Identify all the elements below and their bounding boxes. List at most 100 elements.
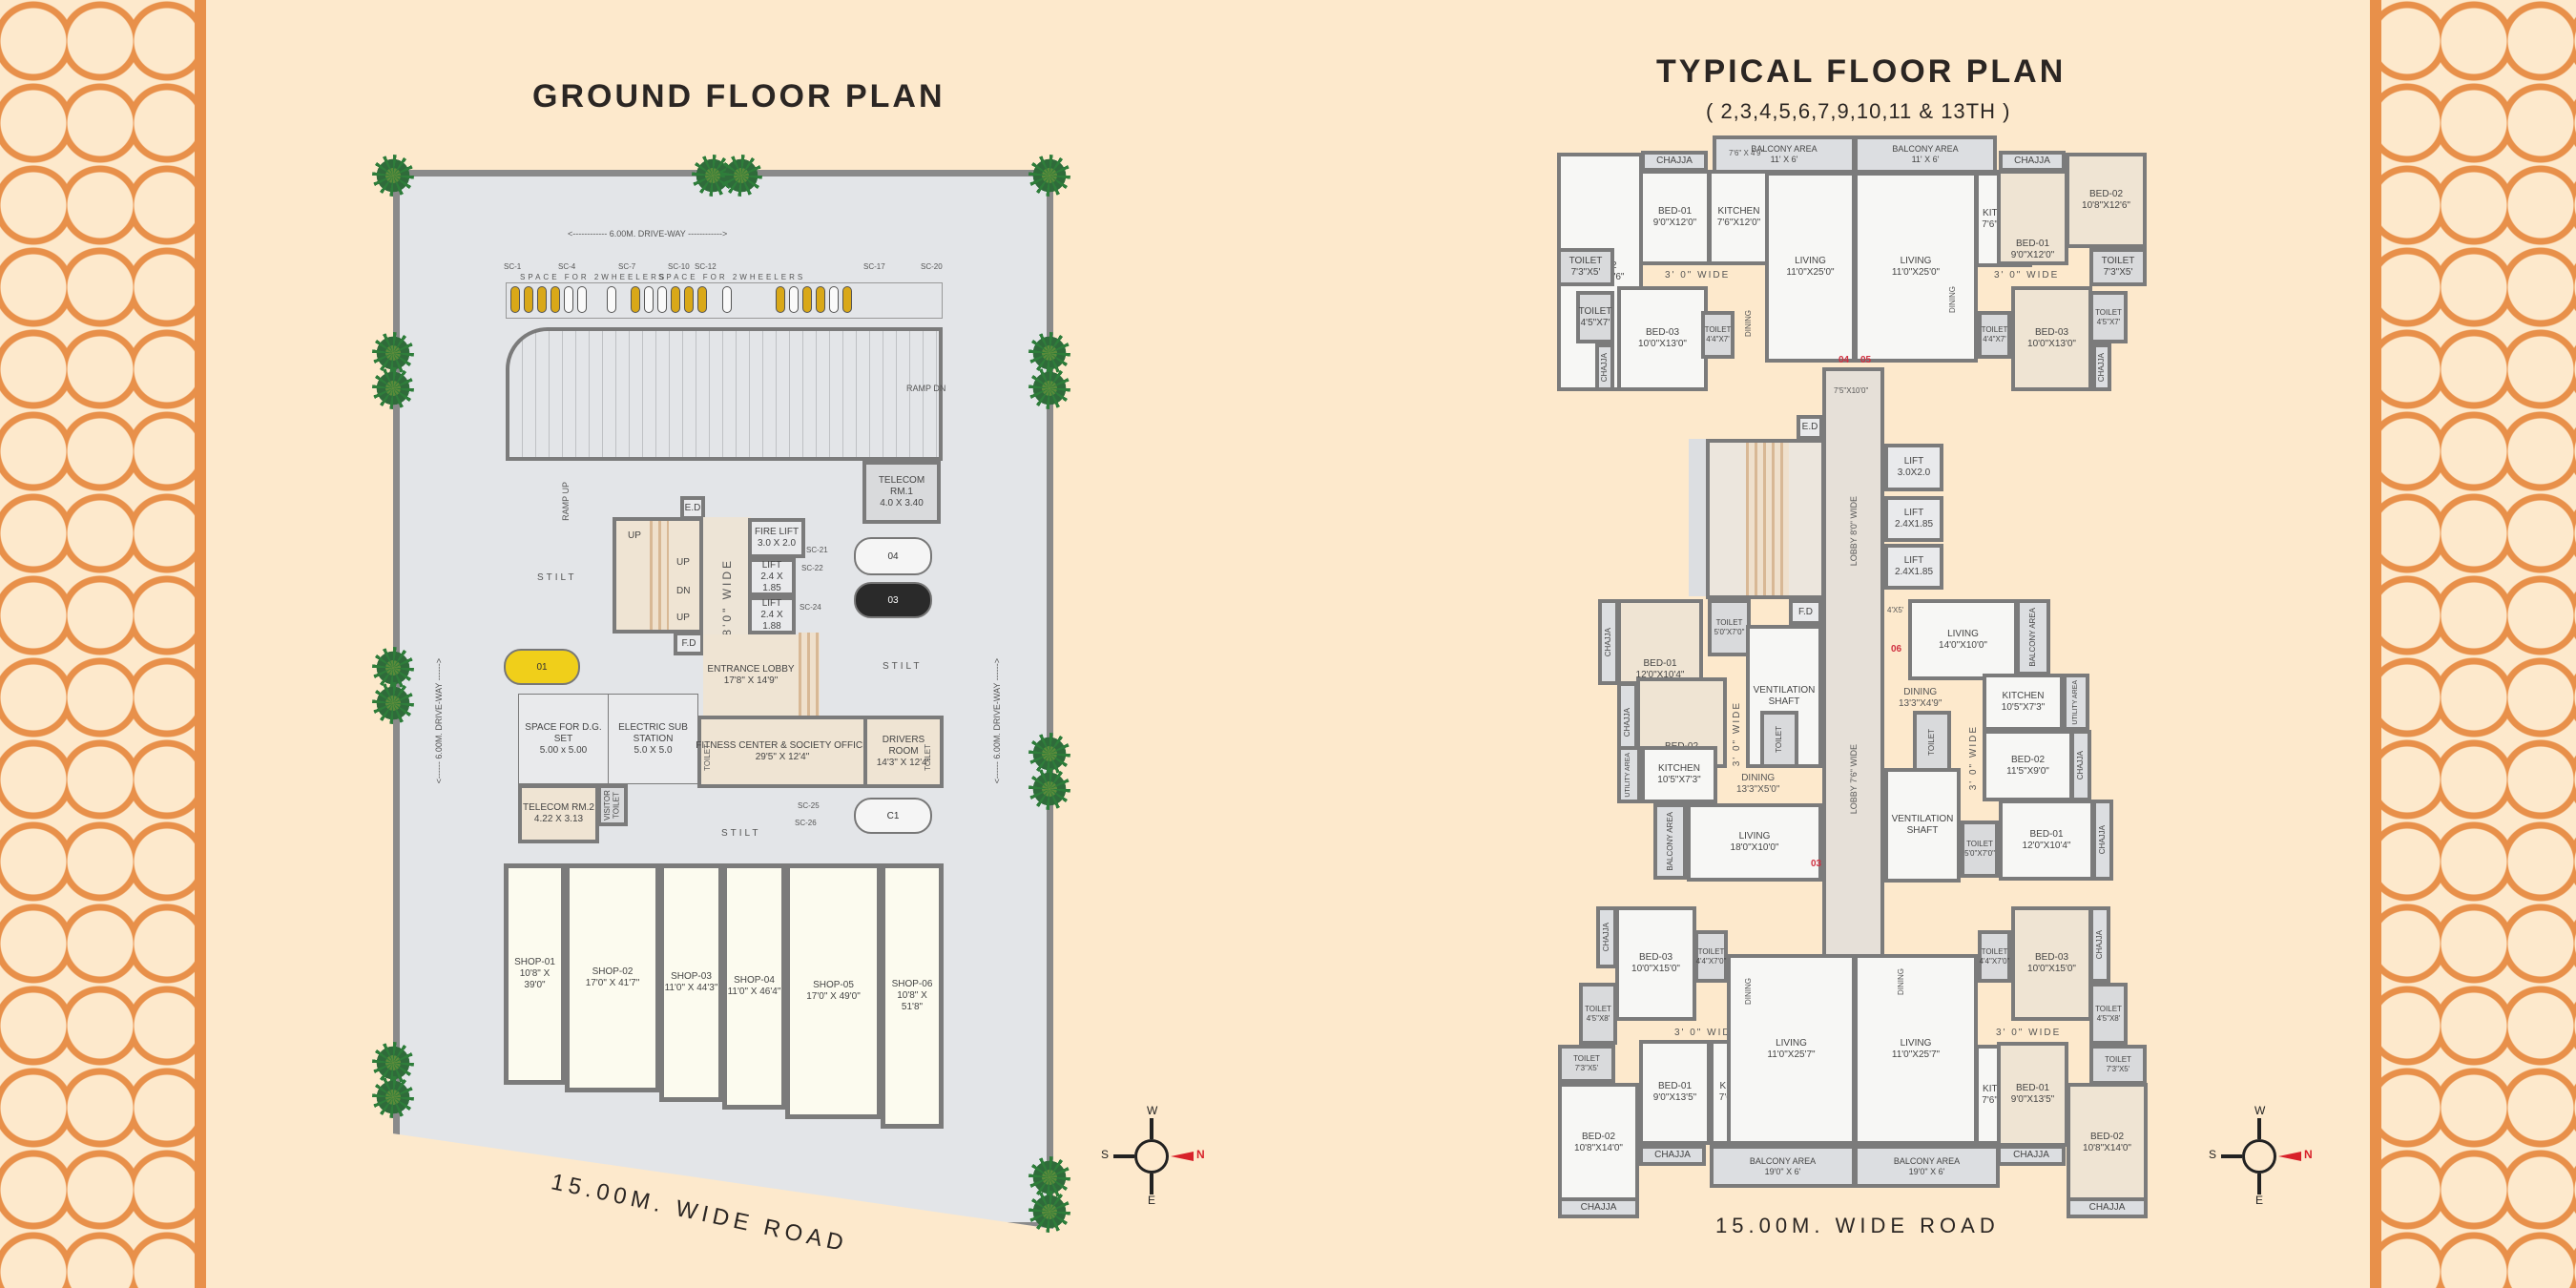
tree-icon [1028,332,1070,374]
scooter-id: SC-4 [558,262,576,271]
core-lobby-label: LOBBY 7'6" WIDE [1849,744,1859,815]
stilt-label: STILT [721,828,761,839]
core-lobby-label: LOBBY 8'0" WIDE [1849,496,1859,567]
toilet-label: TOILET [703,744,712,771]
scooter-icon [829,286,839,313]
flat06-balcony: BALCONY AREA [2016,599,2050,675]
electric-sub-station: ELECTRIC SUB STATION 5.0 X 5.0 [608,694,698,784]
flat06-chajja2: CHAJJA [2092,800,2113,881]
core-ed: E.D [1797,415,1823,440]
tree-icon [1028,1191,1070,1233]
door-number: 03 [1811,859,1822,869]
driveway-top-label: <------------ 6.00M. DRIVE-WAY ---------… [568,229,728,239]
fire-lift: FIRE LIFT 3.0 X 2.0 [748,518,805,558]
tree-icon [372,367,414,409]
stilt-label: STILT [537,572,577,583]
scooter-icon [789,286,799,313]
dg-set-space: SPACE FOR D.G. SET 5.00 x 5.00 [518,694,609,784]
tree-icon [1028,733,1070,775]
scooter-icon [524,286,533,313]
typical-floor-title: TYPICAL FLOOR PLAN [1656,53,2067,90]
compass-icon: W S E N [2209,1104,2313,1207]
scooter-icon [577,286,587,313]
flat04-chajja: CHAJJA [1595,343,1614,391]
scooter-id: SC-20 [921,262,943,271]
scooter-id: SC-22 [801,564,823,572]
scooter-icon [510,286,520,313]
core-duct [1689,439,1708,596]
tree-icon [1028,367,1070,409]
scooter-icon [564,286,573,313]
scooter-id: SC-24 [800,603,821,612]
visitor-toilet: VISITOR TOILET [597,784,628,826]
flat04-passage: 3' 0" WIDE [1665,270,1731,280]
scooter-id: SC-21 [806,546,828,554]
flat03-toilet2: TOILET [1760,711,1798,768]
scooter-icon [657,286,667,313]
compass-icon: W S E N [1101,1104,1205,1207]
flat01-chajja: CHAJJA [2089,906,2110,983]
fd-shaft: F.D [674,632,704,655]
scooter-icon [684,286,694,313]
flat01-chajja-bottom2: CHAJJA [2067,1197,2148,1218]
scooter-icon [776,286,785,313]
door-number: 04 [1839,355,1850,365]
scooter-icon [842,286,852,313]
scooter-icon [816,286,825,313]
staircase: UP UP DN UP [613,517,703,634]
ramp [506,327,943,461]
two-wheeler-label: SPACE FOR 2WHEELERS [520,273,668,281]
ground-floor-title: GROUND FLOOR PLAN [532,78,945,114]
entrance-lobby: ENTRANCE LOBBY 17'8" X 14'9" [703,634,799,716]
flat05-dining: DINING [1948,286,1957,313]
flat01-chajja-bottom: CHAJJA [1997,1145,2066,1166]
flat06-toilet1: TOILET [1913,711,1951,773]
typical-floor-subtitle: ( 2,3,4,5,6,7,9,10,11 & 13TH ) [1706,99,2011,123]
core-staircase [1706,439,1825,599]
left-ornament-pattern [0,0,202,1288]
door-number: 05 [1860,355,1872,365]
scooter-icon [607,286,616,313]
tree-icon [1028,768,1070,810]
core-lobby [1822,367,1884,959]
tree-icon [372,155,414,197]
scooter-id: SC-7 [618,262,636,271]
ramp-down-label: RAMP DN [906,384,946,393]
tree-icon [372,682,414,724]
two-wheeler-parking-row [506,282,943,319]
drivers-room: DRIVERS ROOM 14'3" X 12'4" [863,716,944,788]
scooter-id: SC-12 [695,262,717,271]
two-wheeler-label: SPACE FOR 2WHEELERS [658,273,806,281]
tree-icon [372,647,414,689]
